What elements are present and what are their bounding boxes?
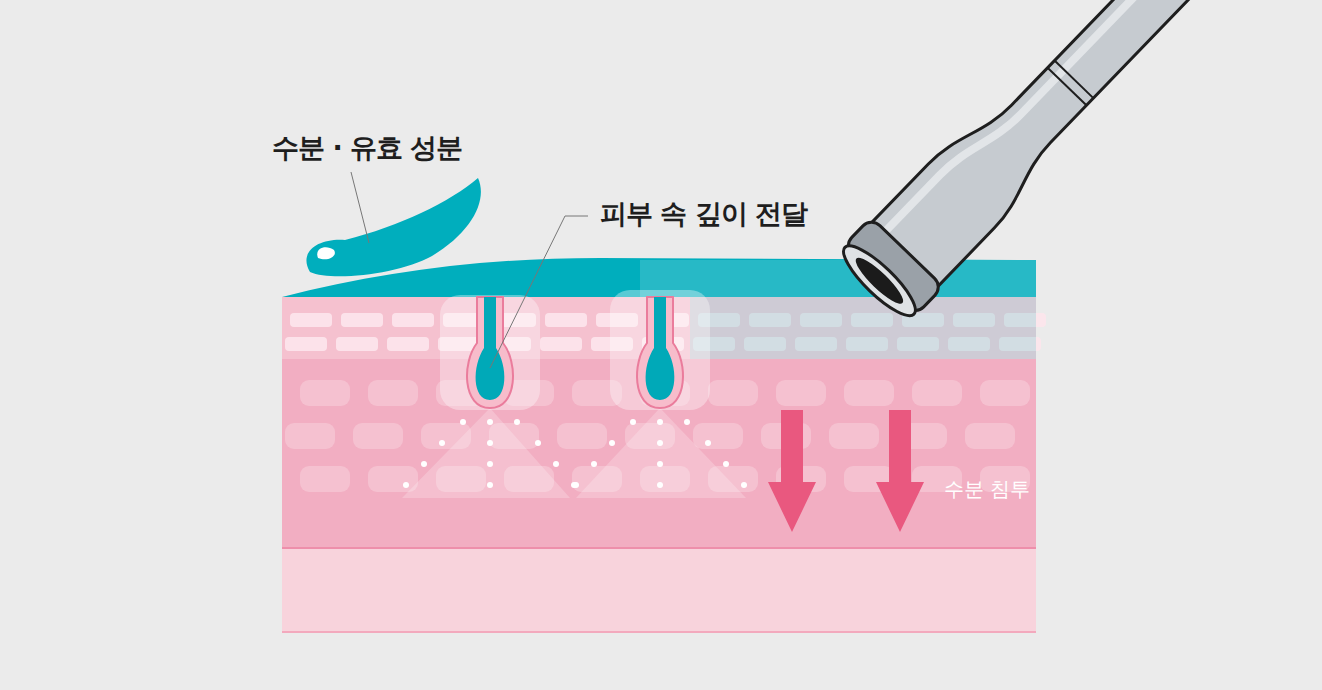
follicle-glow [440,295,540,410]
dot [487,461,493,467]
dot [460,419,466,425]
dot-group [403,419,747,488]
follicle-glow [610,290,710,410]
dot [657,440,663,446]
cell [300,466,350,492]
cell [776,380,826,406]
cell [285,423,335,449]
cell [353,423,403,449]
gel-sheen [640,260,1036,297]
cell [368,380,418,406]
cell [290,313,332,327]
cell [980,380,1030,406]
pore [637,297,683,408]
down-arrow [768,410,816,532]
cell [965,423,1015,449]
device [834,0,1213,326]
gel-blob [306,178,480,276]
dot [591,461,597,467]
dot [684,419,690,425]
leader-line [490,216,588,368]
dot [705,440,711,446]
cell [387,337,429,351]
layer-edge [282,547,1036,549]
cell [300,380,350,406]
cell [557,423,607,449]
cell [540,337,582,351]
cell [912,380,962,406]
dot [403,482,409,488]
pore-fill [646,297,675,400]
dot [553,461,559,467]
blob-highlight [317,247,335,259]
cell [844,380,894,406]
dot [609,440,615,446]
layer-edge [282,631,1036,633]
hydration-overlay [690,297,1036,359]
cell [545,313,587,327]
subcutis-layer [282,548,1036,633]
dot [630,419,636,425]
dot [514,419,520,425]
dot [657,419,663,425]
diffusion-cone [402,408,570,498]
dot [741,482,747,488]
cell [341,313,383,327]
down-arrow [876,410,924,532]
cell [285,337,327,351]
annotation-label: 수분 · 유효 성분 [272,132,462,164]
dot [487,419,493,425]
cell [693,423,743,449]
dot [487,440,493,446]
cell [392,313,434,327]
leader-line [351,172,369,243]
dot [535,440,541,446]
cell [336,337,378,351]
cell [829,423,879,449]
dot [487,482,493,488]
dot [723,461,729,467]
dot [421,461,427,467]
dot [657,461,663,467]
dot [439,440,445,446]
diffusion-cone [576,408,746,498]
annotation-label: 수분 침투 [944,477,1030,501]
annotation-label: 피부 속 깊이 전달 [600,198,807,230]
dot [657,482,663,488]
cell [708,380,758,406]
pore [467,297,513,408]
cell [368,466,418,492]
dot [573,482,579,488]
